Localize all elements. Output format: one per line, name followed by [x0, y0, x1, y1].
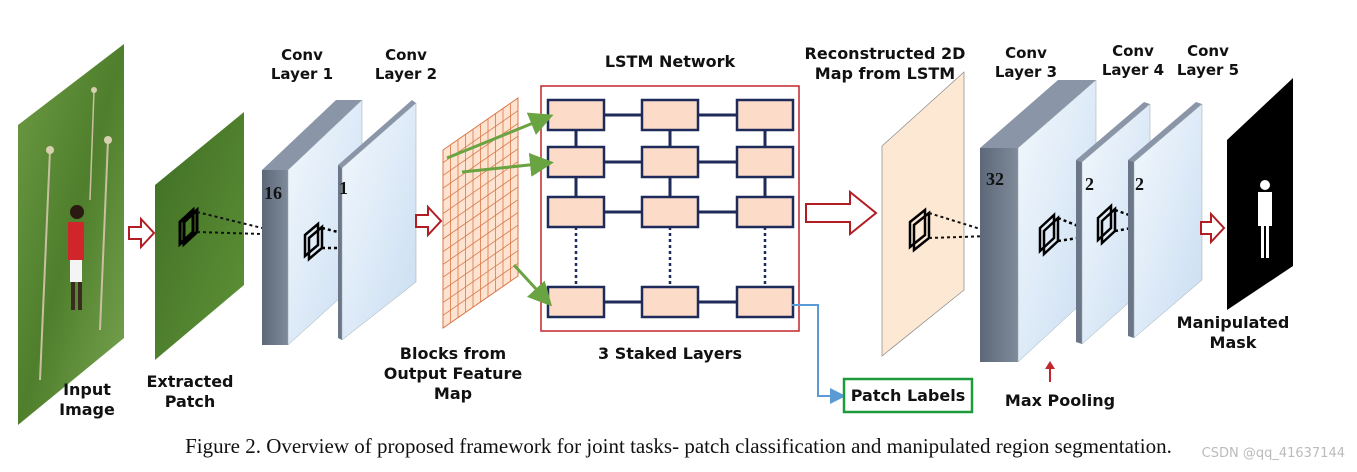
grid-line — [442, 237, 519, 291]
lstm-cell — [735, 98, 795, 132]
figure-caption: Figure 2. Overview of proposed framework… — [185, 434, 1172, 458]
lstm-cell — [735, 145, 795, 179]
arrow-right-icon — [1200, 211, 1226, 245]
conv-layer-2 — [338, 100, 417, 341]
cube-icon — [1038, 212, 1079, 257]
arrow-right-icon — [805, 189, 878, 237]
patch-labels-box — [842, 377, 974, 414]
conv3-depth: 32 — [986, 169, 1004, 189]
grid-line — [442, 199, 519, 253]
lstm-cell — [640, 98, 700, 132]
conv4-depth: 2 — [1085, 174, 1094, 194]
lstm-cell — [640, 285, 700, 319]
reconstructed-map — [881, 71, 991, 357]
grid-line — [442, 262, 519, 316]
grid-line — [442, 173, 519, 227]
lstm-cell — [640, 195, 700, 229]
conv-layer-5 — [1128, 102, 1203, 339]
lstm-cell — [546, 285, 606, 319]
lstm-cell — [640, 145, 700, 179]
feature-map-grid — [442, 97, 519, 329]
watermark: CSDN @qq_41637144 — [1201, 446, 1345, 461]
lstm-title: LSTM Network — [604, 52, 736, 71]
arrow-right-icon — [415, 204, 443, 238]
patch-labels-text: Patch Labels — [850, 386, 966, 405]
grid-line — [442, 186, 519, 240]
grid-line — [442, 224, 519, 278]
conv1-depth: 16 — [264, 183, 282, 203]
arrow-right-icon — [128, 216, 156, 250]
lstm-cell — [546, 145, 606, 179]
green-arrows — [446, 112, 554, 307]
conv2-depth: 1 — [339, 178, 348, 198]
lstm-cell — [735, 195, 795, 229]
grid-line — [442, 135, 519, 189]
conv5-depth: 2 — [1135, 174, 1144, 194]
extracted-patch — [155, 112, 263, 360]
up-arrow-icon — [1045, 361, 1055, 382]
lstm-cells — [546, 98, 795, 319]
grid-line — [442, 123, 519, 176]
grid-line — [442, 212, 519, 265]
grid-line — [442, 250, 519, 303]
lstm-cell — [546, 98, 606, 132]
cube-icon — [303, 221, 339, 262]
input-image — [18, 44, 124, 425]
max-pooling-label: Max Pooling — [1004, 391, 1116, 410]
manipulated-mask — [1227, 78, 1293, 310]
lstm-cell — [735, 285, 795, 319]
lstm-cell — [546, 195, 606, 229]
arrow-to-patch-labels — [792, 304, 846, 404]
grid-line — [442, 148, 519, 202]
grid-line — [442, 161, 519, 214]
lstm-layers-label: 3 Staked Layers — [598, 344, 742, 363]
